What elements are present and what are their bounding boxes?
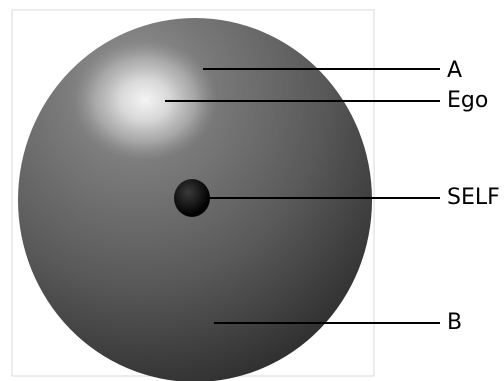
label-self: SELF xyxy=(447,185,500,210)
label-ego: Ego xyxy=(447,88,488,113)
label-a: A xyxy=(447,58,462,83)
self-dot xyxy=(174,179,210,217)
label-b: B xyxy=(447,310,462,335)
